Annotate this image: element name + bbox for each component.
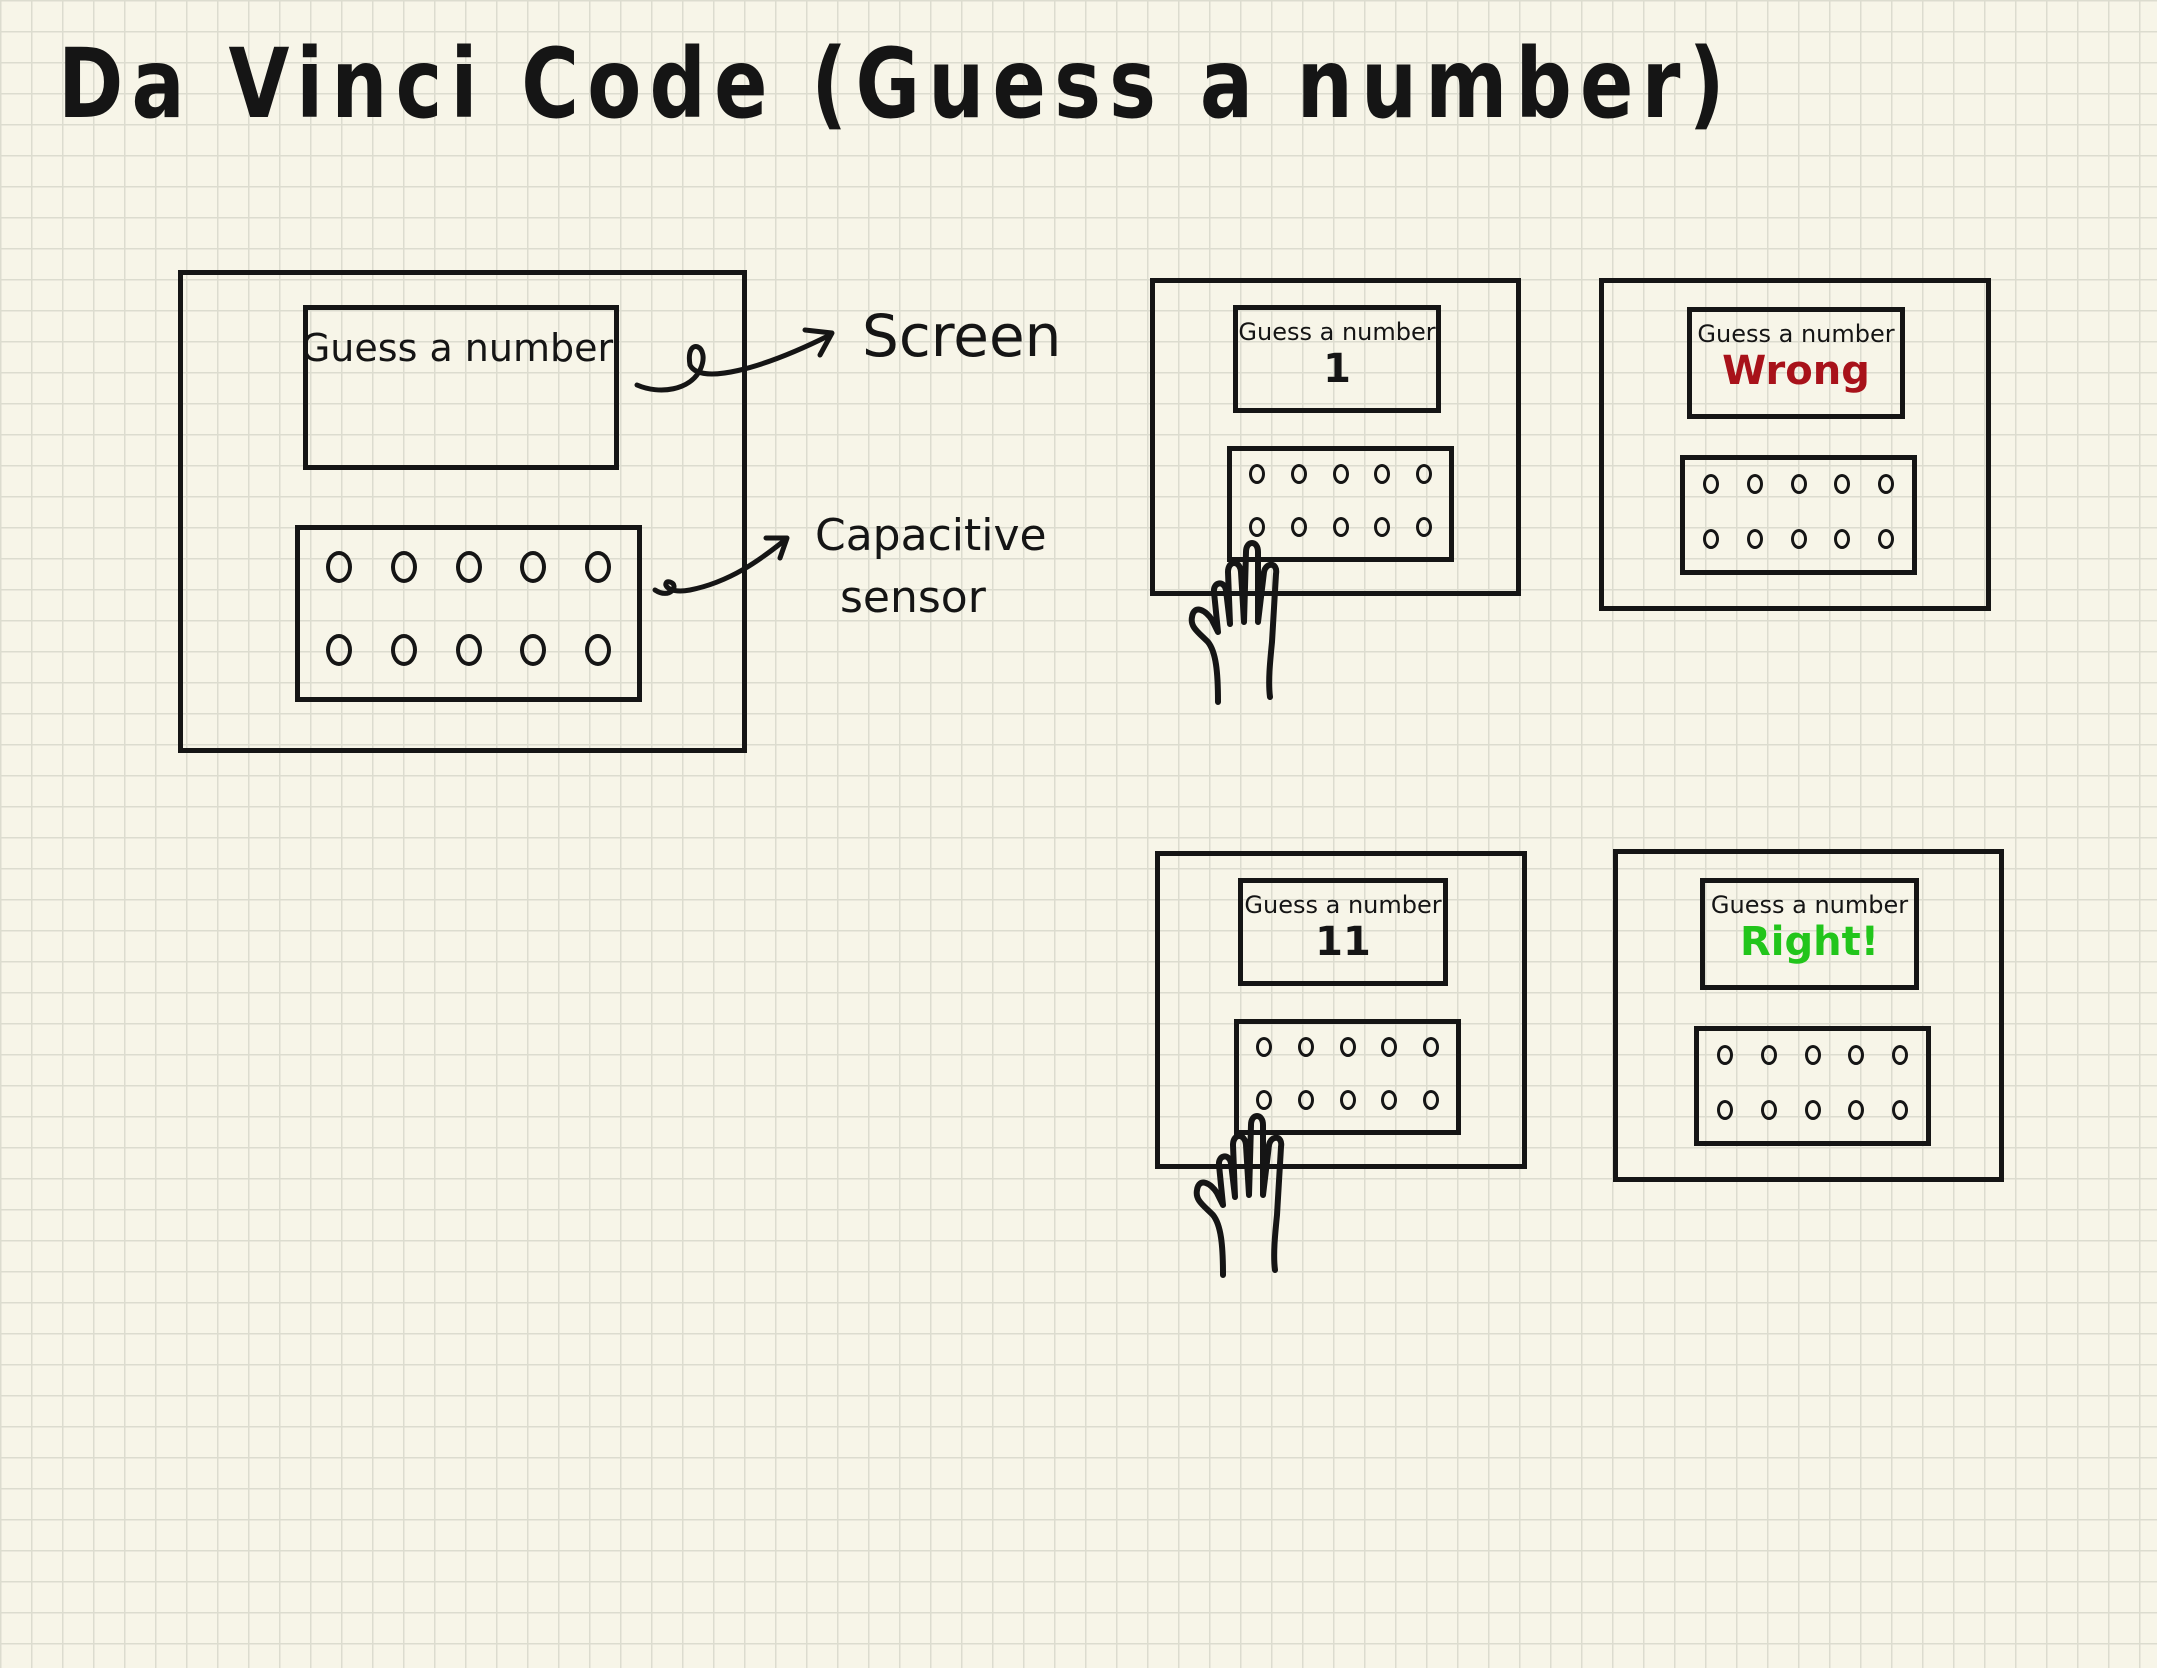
page-title: Da Vinci Code (Guess a number) [58,28,1733,140]
sensor-pad-dot [1332,517,1349,538]
sensor-pad-dot [1834,529,1851,550]
scenario-2-sensor-pad [1680,455,1917,575]
scenario-3-device: Guess a number 11 [1155,851,1527,1169]
sensor-callout-label-1: Capacitive [815,510,1047,561]
sensor-pad-dot [325,550,352,583]
sensor-pad-dot [1422,1037,1439,1058]
scenario-4-screen: Guess a number Right! [1700,878,1919,990]
sensor-pad-dot [1746,474,1763,495]
sensor-pad-dot [1374,464,1391,485]
sensor-pad-dot [1297,1037,1314,1058]
sensor-pad-dot [520,550,547,583]
scenario-4-sensor-pad [1694,1026,1931,1146]
sensor-pad-dot [1848,1045,1865,1066]
sensor-pad-dot [585,550,612,583]
sensor-pad-dot [1790,529,1807,550]
sensor-callout-arrowhead [763,535,790,561]
sensor-pad-dot [1249,464,1266,485]
sensor-pad-dot [1717,1100,1734,1121]
sensor-pad-dot [1834,474,1851,495]
sensor-pad-dot [1848,1100,1865,1121]
sensor-pad-dot [390,634,417,667]
main-device: Guess a number [178,270,747,753]
sensor-pad-dot [1381,1037,1398,1058]
sensor-pad-dot [1891,1100,1908,1121]
sensor-pad-dot [1760,1100,1777,1121]
sensor-pad-dot [1415,517,1432,538]
sensor-pad-dot [1804,1045,1821,1066]
sensor-pad-dot [1256,1090,1273,1111]
sensor-callout-label-2: sensor [840,572,986,623]
screen-callout-arrowhead [802,327,835,358]
sensor-pad-dot [1703,474,1720,495]
sensor-pad-dot [1760,1045,1777,1066]
main-screen: Guess a number [300,305,619,470]
sensor-pad-dot [1891,1045,1908,1066]
screen-label: Guess a number [1238,318,1436,346]
screen-value: Right! [1740,919,1879,965]
sensor-pad-dot [1746,529,1763,550]
screen-value: 1 [1323,346,1351,392]
sensor-pad-dot [585,634,612,667]
sensor-pad-dot [1790,474,1807,495]
sensor-pad-dot [1804,1100,1821,1121]
scenario-1-screen: Guess a number 1 [1233,305,1441,413]
scenario-3-sensor-pad [1234,1019,1461,1135]
sensor-pad-dot [1415,464,1432,485]
sensor-pad-dot [390,550,417,583]
sensor-pad-dot [1290,517,1307,538]
screen-callout-label: Screen [862,302,1062,370]
sensor-pad-dot [455,550,482,583]
sensor-pad-dot [1339,1090,1356,1111]
scenario-4-device: Guess a number Right! [1613,849,2004,1182]
sensor-pad-dot [1877,474,1894,495]
sensor-pad-dot [1256,1037,1273,1058]
scenario-2-device: Guess a number Wrong [1599,278,1991,611]
sensor-pad-dot [455,634,482,667]
sensor-pad-dot [1374,517,1391,538]
main-sensor-pad [295,525,642,702]
screen-value: Wrong [1722,348,1870,394]
screen-value: 11 [1315,919,1371,965]
scenario-1-device: Guess a number 1 [1150,278,1521,596]
scenario-3-screen: Guess a number 11 [1238,878,1448,986]
sensor-pad-dot [1717,1045,1734,1066]
screen-label: Guess a number [1244,891,1442,919]
sensor-pad-dot [1381,1090,1398,1111]
screen-label: Guess a number [1710,891,1909,919]
screen-label: Guess a number [1697,320,1895,348]
scenario-2-screen: Guess a number Wrong [1687,307,1905,419]
sensor-pad-dot [1290,464,1307,485]
screen-label: Guess a number [300,326,614,370]
sensor-pad-dot [1422,1090,1439,1111]
sensor-pad-dot [1332,464,1349,485]
scenario-1-sensor-pad [1227,446,1454,562]
sensor-pad-dot [1703,529,1720,550]
sensor-pad-dot [520,634,547,667]
sensor-pad-dot [325,634,352,667]
sensor-pad-dot [1339,1037,1356,1058]
sensor-pad-dot [1249,517,1266,538]
sensor-pad-dot [1297,1090,1314,1111]
sensor-pad-dot [1877,529,1894,550]
